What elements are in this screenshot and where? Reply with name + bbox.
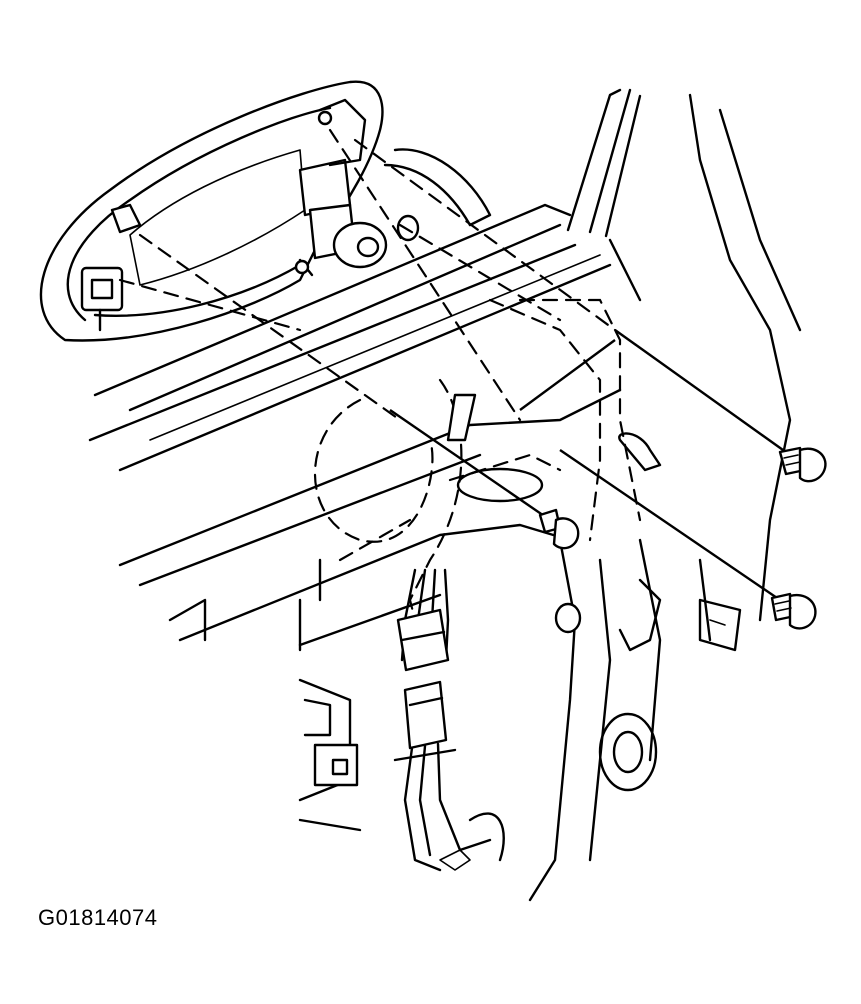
- mirror-assembly: [39, 80, 420, 342]
- wiring-harness: [393, 568, 505, 872]
- mounting-nut-center: [538, 508, 580, 550]
- mounting-bolt-lower: [770, 592, 817, 630]
- mirror-gasket: [383, 148, 492, 227]
- figure-id: G01814074: [38, 905, 158, 930]
- mounting-bolt-upper: [778, 446, 827, 483]
- alignment-lines: [118, 128, 791, 601]
